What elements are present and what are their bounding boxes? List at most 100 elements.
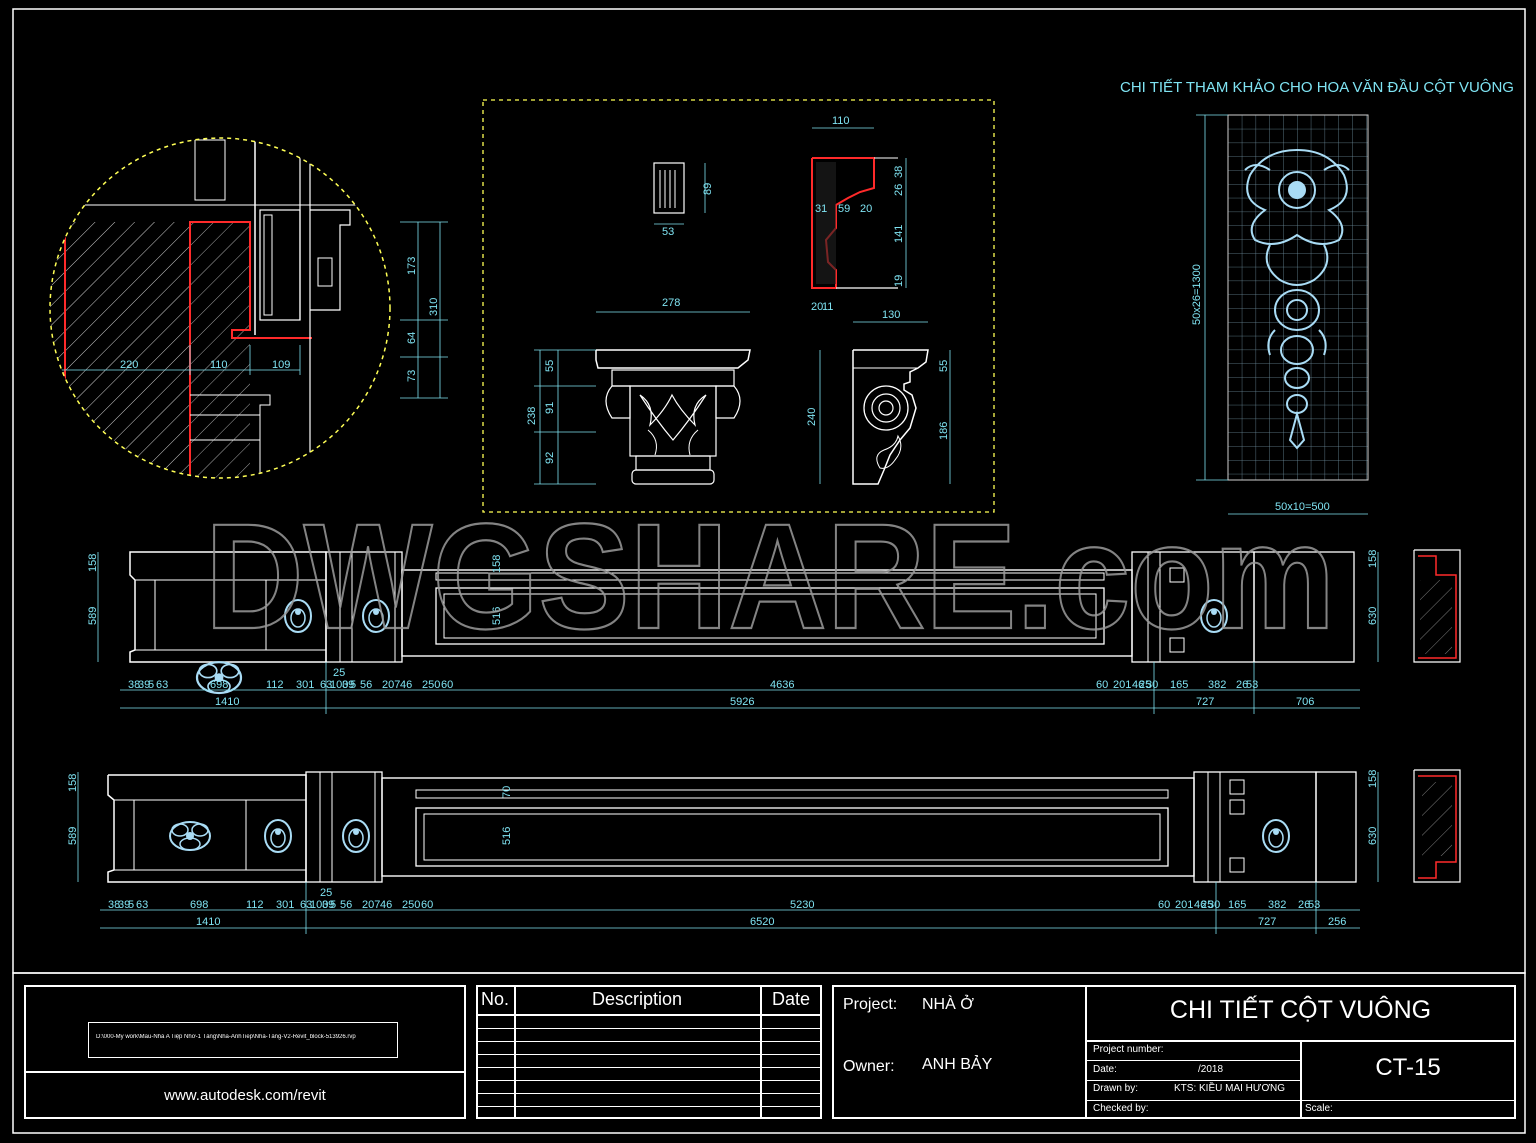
dim-label: 26 <box>893 184 905 196</box>
dim-label: 55 <box>544 360 556 372</box>
enlarged-detail-circle: 220 110 109 173 310 64 73 <box>49 137 448 479</box>
dim-label: 516 <box>501 827 513 845</box>
dim-label: 173 <box>406 257 418 275</box>
dim-label: 30 <box>1208 899 1220 911</box>
dim-label: 5 <box>330 899 336 911</box>
dim-label: 39 <box>342 679 354 691</box>
dim-label: 50x26=1300 <box>1191 264 1203 325</box>
dim-label: 60 <box>421 899 433 911</box>
dim-label: 201 <box>1175 899 1193 911</box>
owner-value: ANH BẢY <box>922 1056 993 1073</box>
dim-label: 112 <box>246 899 264 911</box>
dim-label: 60 <box>1096 679 1108 691</box>
file-path: D:\000-My work\Mẫu-Nhà A Tiệp Nhơ-1 Tầng… <box>96 1034 356 1040</box>
dim-label: 698 <box>190 899 208 911</box>
dim-label: 63 <box>320 679 332 691</box>
dim-label: 25 <box>320 887 332 899</box>
dim-label: 727 <box>1258 916 1276 928</box>
revision-date-header: Date <box>771 989 811 1009</box>
dim-label: 109 <box>272 359 290 371</box>
file-path-box <box>88 1022 398 1058</box>
dim-label: 630 <box>1367 607 1379 625</box>
dim-label: 60 <box>441 679 453 691</box>
dim-label: 186 <box>938 422 950 440</box>
dim-label: 310 <box>428 298 440 316</box>
dim-label: 158 <box>1367 550 1379 568</box>
dim-label: 56 <box>340 899 352 911</box>
dim-label: 92 <box>544 452 556 464</box>
capital-detail-panel: 89 53 110 38 26 31 59 20 141 19 20 11 27… <box>482 99 995 513</box>
dim-label: 46 <box>380 899 392 911</box>
dim-label: 26 <box>1236 679 1248 691</box>
sheet-title: CHI TIẾT CỘT VUÔNG <box>1169 996 1432 1024</box>
dim-label: 110 <box>832 115 850 127</box>
reference-ornament-panel: CHI TIẾT THAM KHẢO CHO HOA VĂN ĐẦU CỘT V… <box>1120 79 1514 515</box>
dim-label: 5926 <box>730 696 754 708</box>
dim-label: 6520 <box>750 916 774 928</box>
dim-label: 38 <box>108 899 120 911</box>
dim-label: 278 <box>662 297 680 309</box>
dim-label: 56 <box>360 679 372 691</box>
date-label: Date: <box>1093 1064 1117 1075</box>
dim-label: 55 <box>938 360 950 372</box>
dim-label: 53 <box>1246 679 1258 691</box>
dim-label: 25 <box>1139 679 1151 691</box>
dim-label: 100 <box>330 679 348 691</box>
dim-label: 31 <box>815 203 827 215</box>
dim-label: 301 <box>276 899 294 911</box>
dim-label: 201 <box>1113 679 1131 691</box>
website-link[interactable]: www.autodesk.com/revit <box>164 1087 326 1104</box>
dim-label: 207 <box>362 899 380 911</box>
project-number-label: Project number: <box>1093 1044 1164 1055</box>
dim-label: 46 <box>400 679 412 691</box>
dim-label: 1410 <box>196 916 220 928</box>
scale-label: Scale: <box>1305 1103 1333 1114</box>
dim-label: 70 <box>501 786 513 798</box>
revision-table <box>476 985 822 1119</box>
dim-label: 698 <box>210 679 228 691</box>
owner-label: Owner: <box>843 1058 895 1075</box>
dim-label: 91 <box>544 402 556 414</box>
dim-label: 5 <box>350 679 356 691</box>
dim-label: 26 <box>1298 899 1310 911</box>
dim-label: 158 <box>491 555 503 573</box>
dim-label: 238 <box>526 407 538 425</box>
drawn-by-label: Drawn by: <box>1093 1083 1139 1094</box>
dim-label: 165 <box>1228 899 1246 911</box>
revision-no-header: No. <box>481 989 510 1009</box>
dim-label: 382 <box>1268 899 1286 911</box>
dim-label: 589 <box>87 607 99 625</box>
dim-label: 25 <box>1201 899 1213 911</box>
dim-label: 64 <box>406 332 418 344</box>
dim-label: 60 <box>1158 899 1170 911</box>
dim-label: 220 <box>120 359 138 371</box>
dim-label: 63 <box>136 899 148 911</box>
dim-label: 158 <box>1367 770 1379 788</box>
dim-label: 20 <box>860 203 872 215</box>
dim-label: 727 <box>1196 696 1214 708</box>
dim-label: 50x10=500 <box>1275 501 1330 513</box>
dim-label: 5 <box>148 679 154 691</box>
dim-label: 46 <box>1132 679 1144 691</box>
dim-label: 1410 <box>215 696 239 708</box>
project-label: Project: <box>843 996 898 1013</box>
dim-label: 100 <box>310 899 328 911</box>
dim-label: 30 <box>1146 679 1158 691</box>
dim-label: 130 <box>882 309 900 321</box>
dim-label: 46 <box>1194 899 1206 911</box>
sheet-number: CT-15 <box>1375 1054 1441 1081</box>
dim-label: 301 <box>296 679 314 691</box>
dim-label: 20 <box>811 301 823 313</box>
watermark: DWGSHARE.com <box>205 492 1335 660</box>
dim-label: 59 <box>838 203 850 215</box>
dim-label: 240 <box>806 408 818 426</box>
drawn-by-value: KTS: KIỀU MAI HƯƠNG <box>1174 1083 1286 1094</box>
dim-label: 89 <box>702 183 714 195</box>
dim-label: 63 <box>300 899 312 911</box>
dim-label: 39 <box>118 899 130 911</box>
project-value: NHÀ Ở <box>922 996 974 1013</box>
date-value: /2018 <box>1198 1064 1224 1075</box>
dim-label: 158 <box>87 554 99 572</box>
